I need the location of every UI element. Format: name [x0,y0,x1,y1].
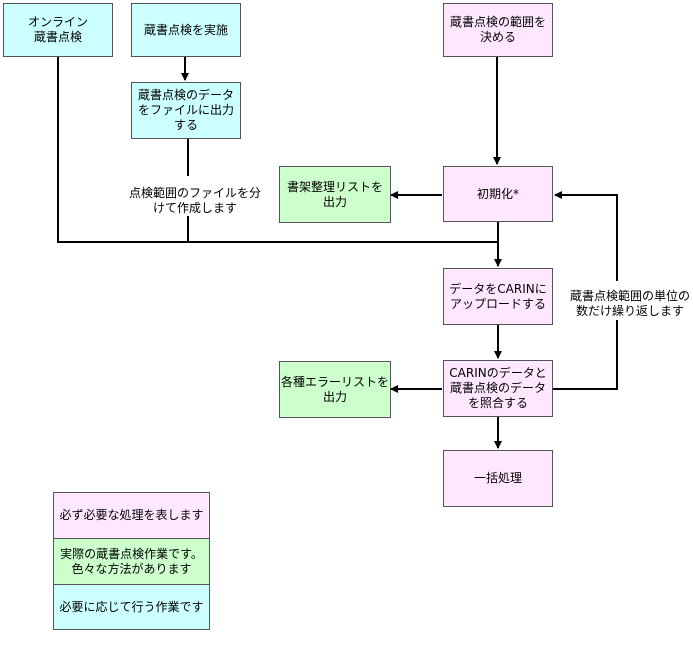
box-do-check: 蔵書点検を実施 [131,3,241,57]
legend: 必ず必要な処理を表します 実際の蔵書点検作業です。 色々な方法があります 必要に… [53,492,210,630]
box-shelf-list: 書架整理リストを 出力 [279,166,391,223]
box-compare: CARINのデータと 蔵書点検のデータ を照合する [443,360,553,417]
arrow-loop-back-2 [554,191,618,281]
box-batch: 一括処理 [443,450,553,507]
legend-actual-work: 実際の蔵書点検作業です。 色々な方法があります [54,538,209,584]
note-repeat: 蔵書点検範囲の単位の 数だけ繰り返します [568,289,692,319]
box-shelf-list-label: 書架整理リストを 出力 [286,179,383,209]
box-batch-label: 一括処理 [473,471,522,485]
box-error-list-label: 各種エラーリストを 出力 [280,374,389,404]
box-upload-label: データをCARINに アップロードする [449,281,547,311]
legend-required: 必ず必要な処理を表します [54,493,209,538]
box-online-check-label: オンライン 蔵書点検 [27,15,88,44]
box-error-list: 各種エラーリストを 出力 [279,361,391,418]
box-online-check: オンライン 蔵書点検 [3,3,113,57]
box-decide-range-label: 蔵書点検の範囲を 決める [449,15,546,44]
note-split-files: 点検範囲のファイルを分 けて作成します [128,186,262,216]
arrow-loop-back [553,320,618,390]
box-initialize: 初期化* [443,166,553,222]
legend-optional: 必要に応じて行う作業です [54,584,209,629]
box-upload: データをCARINに アップロードする [443,268,553,325]
line-online-to-merge [57,57,498,243]
box-compare-label: CARINのデータと 蔵書点検のデータ を照合する [449,366,547,410]
box-output-file: 蔵書点検のデータ をファイルに出力 する [131,82,241,139]
box-output-file-label: 蔵書点検のデータ をファイルに出力 する [137,88,234,132]
box-do-check-label: 蔵書点検を実施 [143,22,228,37]
box-initialize-label: 初期化* [476,186,519,201]
box-decide-range: 蔵書点検の範囲を 決める [443,3,553,57]
